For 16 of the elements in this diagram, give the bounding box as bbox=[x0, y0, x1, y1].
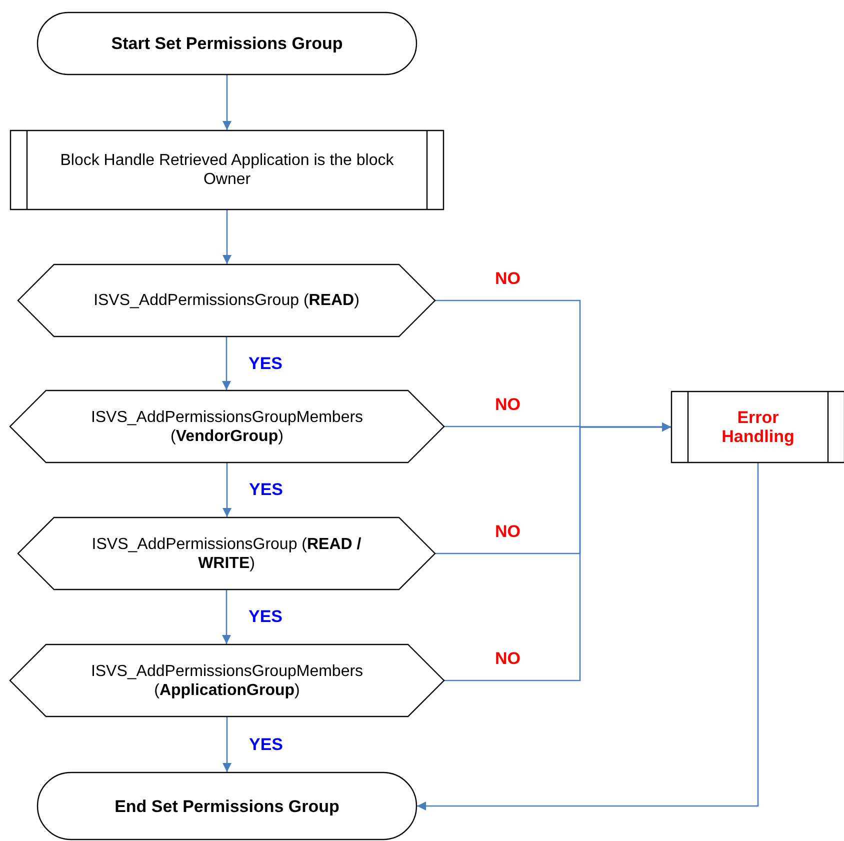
node-text: End Set Permissions Group bbox=[114, 796, 340, 816]
arrow bbox=[417, 463, 759, 810]
node-text: Block Handle Retrieved Application is the block Owner bbox=[59, 151, 395, 189]
node-text: ISVS_AddPermissionsGroupMembers (ApplicationGroup) bbox=[90, 662, 364, 700]
arrow bbox=[444, 422, 671, 682]
node-text: Error Handling bbox=[720, 408, 796, 446]
node-text: Start Set Permissions Group bbox=[111, 34, 343, 53]
arrow bbox=[222, 463, 232, 517]
node-text: ISVS_AddPermissionsGroup (READ) bbox=[94, 291, 360, 310]
arrow bbox=[222, 337, 231, 390]
node-text: ISVS_AddPermissionsGroup (READ / WRITE) bbox=[90, 534, 362, 572]
arrow bbox=[222, 717, 232, 772]
arrow bbox=[222, 590, 231, 644]
arrow bbox=[222, 75, 232, 130]
arrow bbox=[222, 210, 232, 264]
node-text: ISVS_AddPermissionsGroupMembers (VendorGroup) bbox=[90, 408, 364, 446]
